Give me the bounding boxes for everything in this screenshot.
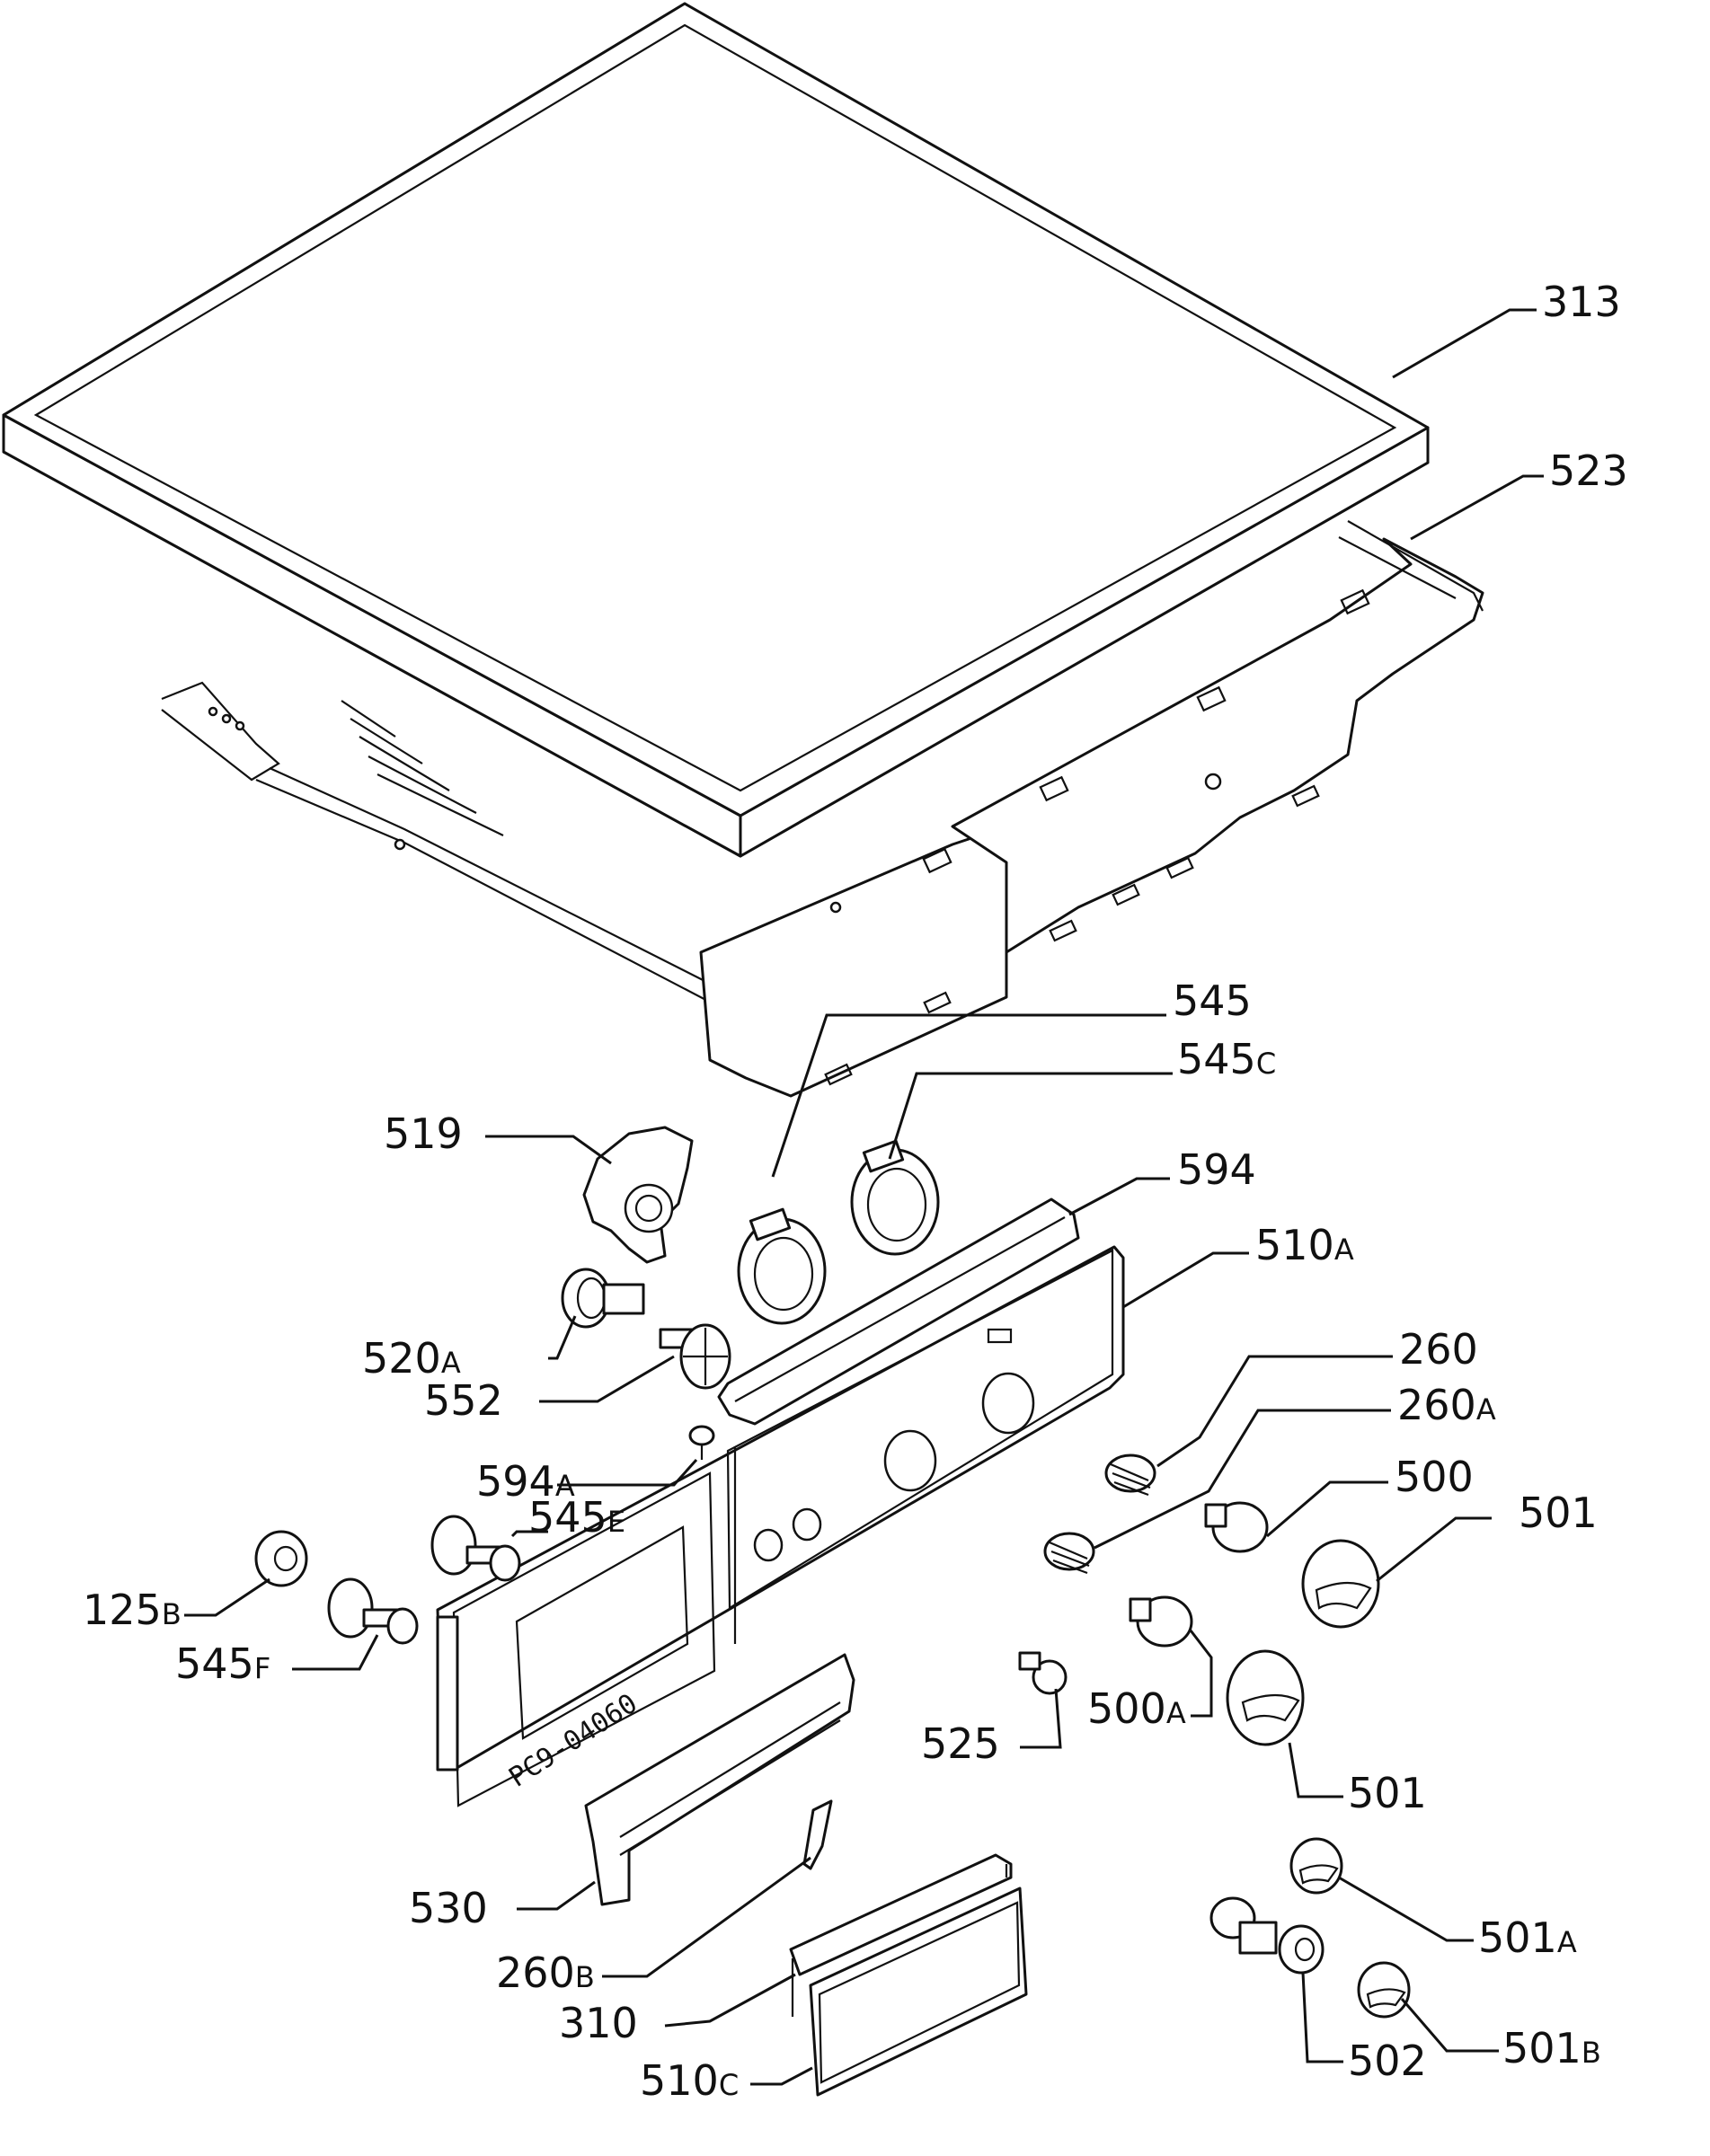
part-510C-plate <box>809 1886 1028 2097</box>
part-525-button <box>1018 1651 1068 1695</box>
part-labels: 313 523 545 545C 519 594 510A 520A 552 2… <box>83 278 1628 2105</box>
label-260B: 260B <box>496 1948 595 1997</box>
part-500-switch <box>1204 1501 1269 1553</box>
label-310: 310 <box>559 1999 638 2047</box>
label-501: 501 <box>1519 1489 1598 1537</box>
part-552-knob-shaft <box>659 1323 731 1390</box>
part-313-top-lid <box>2 2 1430 858</box>
part-594-strip <box>717 1197 1080 1426</box>
label-501-lower: 501 <box>1348 1769 1427 1817</box>
label-520A: 520A <box>362 1334 461 1383</box>
part-545F-shaft <box>327 1577 419 1645</box>
label-501B: 501B <box>1502 2024 1601 2072</box>
label-552: 552 <box>424 1376 503 1425</box>
label-502: 502 <box>1348 2037 1427 2085</box>
part-125B-spacer <box>254 1530 308 1587</box>
leader-lines <box>184 308 1544 2086</box>
part-502-switch <box>1209 1896 1325 1975</box>
label-260A: 260A <box>1397 1381 1496 1429</box>
label-594A: 594A <box>476 1457 575 1506</box>
part-501A-knob <box>1289 1837 1343 1895</box>
label-313: 313 <box>1542 278 1621 326</box>
part-545-bezel <box>737 1207 827 1325</box>
label-519: 519 <box>384 1109 463 1158</box>
label-545E: 545E <box>528 1493 625 1542</box>
part-510A-front-panel <box>436 1245 1125 1807</box>
part-520A-gear <box>561 1268 645 1329</box>
part-523-panel-frame <box>161 520 1484 1098</box>
label-530: 530 <box>409 1884 488 1932</box>
label-125B: 125B <box>83 1586 182 1634</box>
part-501-knob <box>1301 1539 1380 1629</box>
label-510C: 510C <box>640 2056 739 2105</box>
part-310-plate <box>789 1853 1013 2017</box>
label-545: 545 <box>1173 976 1252 1025</box>
label-500: 500 <box>1395 1453 1474 1501</box>
label-525: 525 <box>921 1719 1000 1768</box>
part-500A-switch <box>1129 1595 1193 1648</box>
part-501B-knob <box>1357 1961 1411 2019</box>
label-501A: 501A <box>1478 1913 1577 1962</box>
part-519-bracket <box>582 1126 694 1264</box>
label-545C: 545C <box>1177 1035 1276 1083</box>
part-545C-bezel <box>850 1139 940 1256</box>
part-594A-screw <box>688 1425 715 1460</box>
part-260A-spring <box>1043 1532 1095 1575</box>
label-594: 594 <box>1177 1145 1256 1194</box>
label-510A: 510A <box>1255 1221 1354 1269</box>
part-260-spring <box>1104 1454 1156 1497</box>
label-500A: 500A <box>1087 1684 1186 1733</box>
part-530-drawer <box>584 1653 855 1906</box>
part-501-knob-lower <box>1226 1649 1305 1746</box>
part-260B-clip <box>802 1799 833 1870</box>
part-545E-shaft <box>430 1515 521 1582</box>
label-523: 523 <box>1549 446 1628 495</box>
label-545F: 545F <box>175 1639 270 1688</box>
label-260: 260 <box>1399 1325 1478 1374</box>
